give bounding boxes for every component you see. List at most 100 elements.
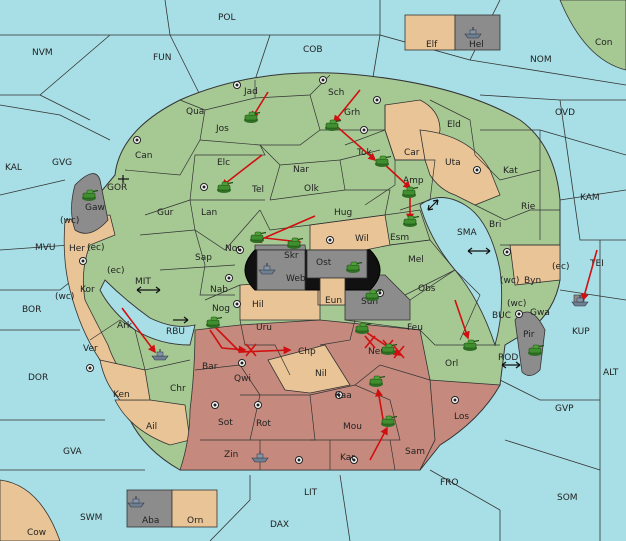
land-label-tel: Tel xyxy=(251,185,264,195)
land-label-rot: Rot xyxy=(256,419,271,429)
land-label-car: Car xyxy=(404,148,420,158)
land-label-qua: Qua xyxy=(186,107,204,117)
coast-tag-her-ec: (ec) xyxy=(87,243,105,253)
land-los xyxy=(419,379,501,471)
land-label-nab: Nab xyxy=(210,285,228,295)
land-label-gwa: Gwa xyxy=(530,308,550,318)
land-label-sch: Sch xyxy=(328,88,344,98)
land-label-nil: Nil xyxy=(315,369,327,379)
land-label-nar: Nar xyxy=(293,165,309,175)
coast-tag-kor-wc: (wc) xyxy=(55,292,74,302)
land-label-los: Los xyxy=(454,412,469,422)
sea-label-rbu: RBU xyxy=(166,327,185,337)
land-label-skr: Skr xyxy=(284,251,299,261)
land-label-rie: Rie xyxy=(521,202,536,212)
land-label-gaw: Gaw xyxy=(85,203,105,213)
sea-label-nvm: NVM xyxy=(32,48,53,58)
land-label-eun: Eun xyxy=(325,296,342,306)
land-label-sun: Sun xyxy=(361,297,378,307)
land-label-neu: Neu xyxy=(368,347,386,357)
sea-label-gvp: GVP xyxy=(555,404,574,414)
inner-sea-west xyxy=(99,279,196,346)
coast-tag-kor-ec: (ec) xyxy=(107,266,125,276)
sea-label-tei: TEI xyxy=(589,259,604,269)
land-label-kat: Kat xyxy=(503,166,518,176)
sea-label-fro: FRO xyxy=(440,478,459,488)
connectors xyxy=(118,175,521,369)
land-label-chp: Chp xyxy=(298,347,316,357)
land-label-olk: Olk xyxy=(304,184,320,194)
land-label-ark: Ark xyxy=(117,321,133,331)
land-label-zin: Zin xyxy=(224,450,238,460)
land-label-elc: Elc xyxy=(217,158,230,168)
sea-label-gva: GVA xyxy=(63,447,83,457)
land-label-orl: Orl xyxy=(445,359,458,369)
land-label-mel: Mel xyxy=(408,255,424,265)
land-pir xyxy=(514,311,546,376)
land-label-esm: Esm xyxy=(390,233,409,243)
land-label-bri: Bri xyxy=(489,220,501,230)
land-label-ver: Ver xyxy=(83,344,98,354)
sea-label-buc: BUC xyxy=(492,311,511,321)
land-labels: Elf Hel Jad Sch Qua Grh Jos Eld Can Car … xyxy=(69,40,550,526)
land-label-amp: Amp xyxy=(403,176,424,186)
land-label-sot: Sot xyxy=(218,418,233,428)
land-label-jos: Jos xyxy=(215,124,229,134)
region-borders xyxy=(89,74,560,471)
sea-label-kam: KAM xyxy=(580,193,600,203)
land-label-chr: Chr xyxy=(170,384,186,394)
land-ken xyxy=(99,359,151,401)
sea-label-dax: DAX xyxy=(270,520,289,530)
sea-label-kal: KAL xyxy=(5,163,22,173)
land-label-wil: Wil xyxy=(355,234,369,244)
coast-tag-her-wc: (wc) xyxy=(60,216,79,226)
land-label-uru: Uru xyxy=(256,323,272,333)
sea-label-fun: FUN xyxy=(153,53,172,63)
land-label-jad: Jad xyxy=(243,87,258,97)
sea-label-pol: POL xyxy=(218,13,236,23)
sea-label-cob: COB xyxy=(303,45,323,55)
land-label-hel: Hel xyxy=(469,40,484,50)
land-label-hil: Hil xyxy=(252,300,264,310)
land-label-ken: Ken xyxy=(113,390,130,400)
land-label-nog: Nog xyxy=(212,304,230,314)
coast-tag-byn-ec: (ec) xyxy=(552,262,570,272)
sea-label-som: SOM xyxy=(557,493,578,503)
sea-label-con: Con xyxy=(595,38,613,48)
land-hel xyxy=(454,14,501,51)
sea-label-bor: BOR xyxy=(22,305,41,315)
land-nil-top xyxy=(267,344,351,394)
land-label-kaa: Kaa xyxy=(335,391,352,401)
coast-tag-gwa-wc: (wc) xyxy=(507,299,526,309)
land-elf xyxy=(404,14,456,51)
sea-label-swm: SWM xyxy=(80,513,102,523)
land-label-qwi: Qwi xyxy=(234,374,251,384)
land-label-orn: Orn xyxy=(187,516,203,526)
land-label-aba: Aba xyxy=(142,516,159,526)
land-label-sam: Sam xyxy=(405,447,425,457)
sea-label-dor: DOR xyxy=(28,373,48,383)
sea-label-kup: KUP xyxy=(572,327,590,337)
land-uta xyxy=(419,129,501,206)
land-label-obs: Obs xyxy=(418,284,436,294)
land-label-web: Web xyxy=(286,274,306,284)
land-label-kar: Kar xyxy=(340,453,355,463)
land-label-elf: Elf xyxy=(426,40,438,50)
land-label-hug: Hug xyxy=(334,208,352,218)
land-label-uta: Uta xyxy=(445,158,461,168)
land-label-feu: Feu xyxy=(407,323,423,333)
coast-tags: (wc) (ec) (ec) (wc) (ec) (wc) (wc) xyxy=(55,216,570,309)
land-label-lan: Lan xyxy=(201,208,217,218)
land-aba xyxy=(126,489,173,528)
sea-label-mit: MIT xyxy=(135,277,151,287)
sea-label-mvu: MVU xyxy=(35,243,56,253)
land-label-tok: Tok xyxy=(356,148,372,158)
sea-label-ovd: OVD xyxy=(555,108,575,118)
land-eun-box xyxy=(319,277,346,306)
land-label-ost: Ost xyxy=(316,258,332,268)
sea-labels: POL NVM FUN COB NOM Con OVD KAL GVG KAM … xyxy=(5,13,619,538)
land-label-kor: Kor xyxy=(80,285,95,295)
sea-label-lit: LIT xyxy=(304,488,318,498)
